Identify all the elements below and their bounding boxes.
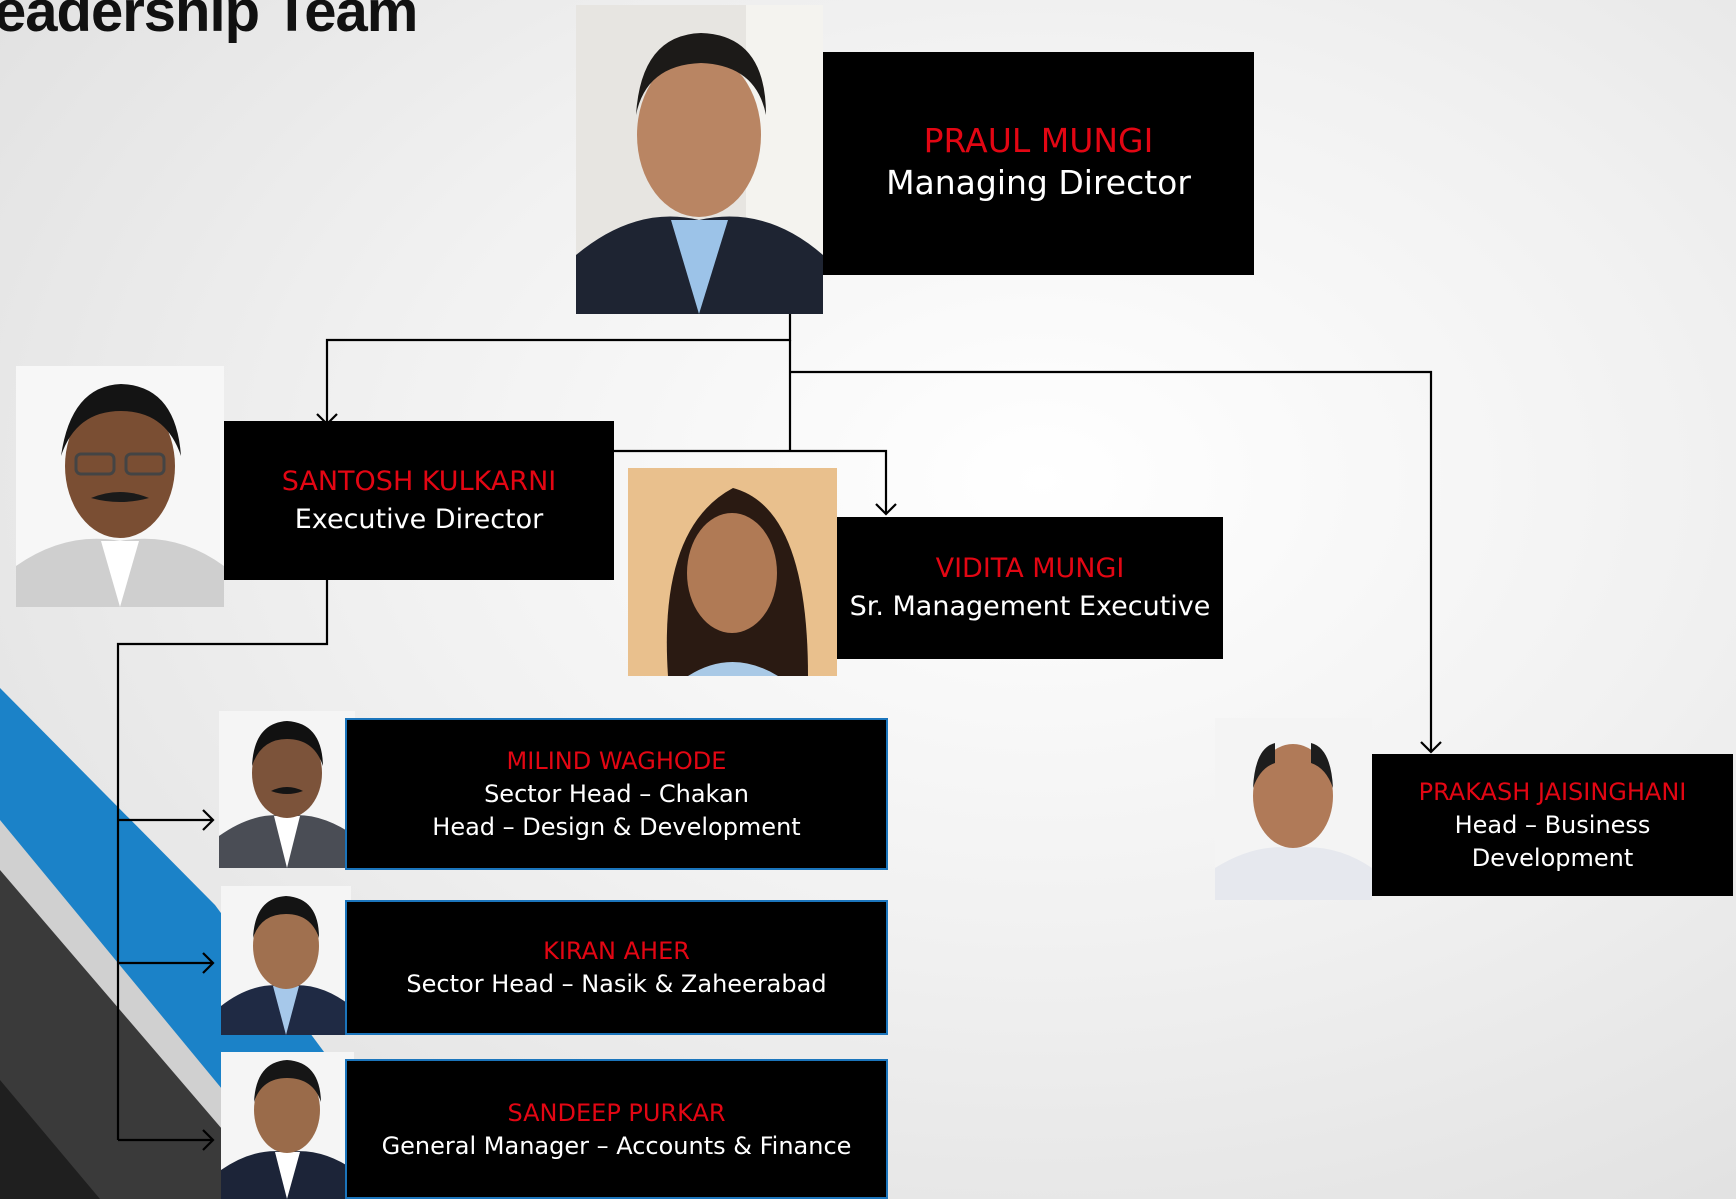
role-prakash-jaisinghani-line1: Head – Business	[1454, 811, 1651, 839]
card-milind-waghode: MILIND WAGHODE Sector Head – Chakan Head…	[345, 718, 888, 870]
name-kiran-aher: KIRAN AHER	[543, 937, 690, 965]
card-praul-mungi: PRAUL MUNGI Managing Director	[823, 52, 1254, 275]
card-sandeep-purkar: SANDEEP PURKAR General Manager – Account…	[345, 1059, 888, 1199]
role-kiran-aher: Sector Head – Nasik & Zaheerabad	[406, 970, 827, 998]
photo-prakash-jaisinghani	[1215, 718, 1372, 900]
role-vidita-mungi: Sr. Management Executive	[849, 591, 1211, 622]
photo-vidita-mungi	[628, 468, 837, 676]
photo-santosh-kulkarni	[16, 366, 224, 607]
photo-milind-waghode	[219, 711, 355, 868]
card-kiran-aher: KIRAN AHER Sector Head – Nasik & Zaheera…	[345, 900, 888, 1035]
role-milind-waghode-line1: Sector Head – Chakan	[484, 780, 749, 808]
role-santosh-kulkarni: Executive Director	[294, 503, 544, 535]
page-title: eadership Team	[0, 0, 418, 44]
name-praul-mungi: PRAUL MUNGI	[923, 121, 1154, 160]
name-prakash-jaisinghani: PRAKASH JAISINGHANI	[1418, 778, 1687, 806]
name-milind-waghode: MILIND WAGHODE	[506, 747, 727, 775]
role-prakash-jaisinghani-line2: Development	[1471, 844, 1634, 872]
photo-kiran-aher	[221, 886, 351, 1035]
role-milind-waghode-line2: Head – Design & Development	[432, 813, 801, 841]
card-santosh-kulkarni: SANTOSH KULKARNI Executive Director	[224, 421, 614, 580]
card-vidita-mungi: VIDITA MUNGI Sr. Management Executive	[837, 517, 1223, 659]
role-sandeep-purkar: General Manager – Accounts & Finance	[381, 1131, 852, 1160]
connector-ed-down	[116, 580, 329, 1140]
connector-md-to-ed	[316, 314, 792, 426]
role-praul-mungi: Managing Director	[886, 163, 1191, 202]
photo-sandeep-purkar	[221, 1052, 354, 1199]
photo-praul-mungi	[576, 5, 823, 314]
connector-to-vidita	[614, 449, 897, 516]
name-santosh-kulkarni: SANTOSH KULKARNI	[281, 465, 557, 497]
connector-md-to-prakash	[790, 370, 1442, 754]
name-vidita-mungi: VIDITA MUNGI	[935, 553, 1125, 584]
card-prakash-jaisinghani: PRAKASH JAISINGHANI Head – Business Deve…	[1372, 754, 1733, 896]
name-sandeep-purkar: SANDEEP PURKAR	[507, 1098, 726, 1127]
